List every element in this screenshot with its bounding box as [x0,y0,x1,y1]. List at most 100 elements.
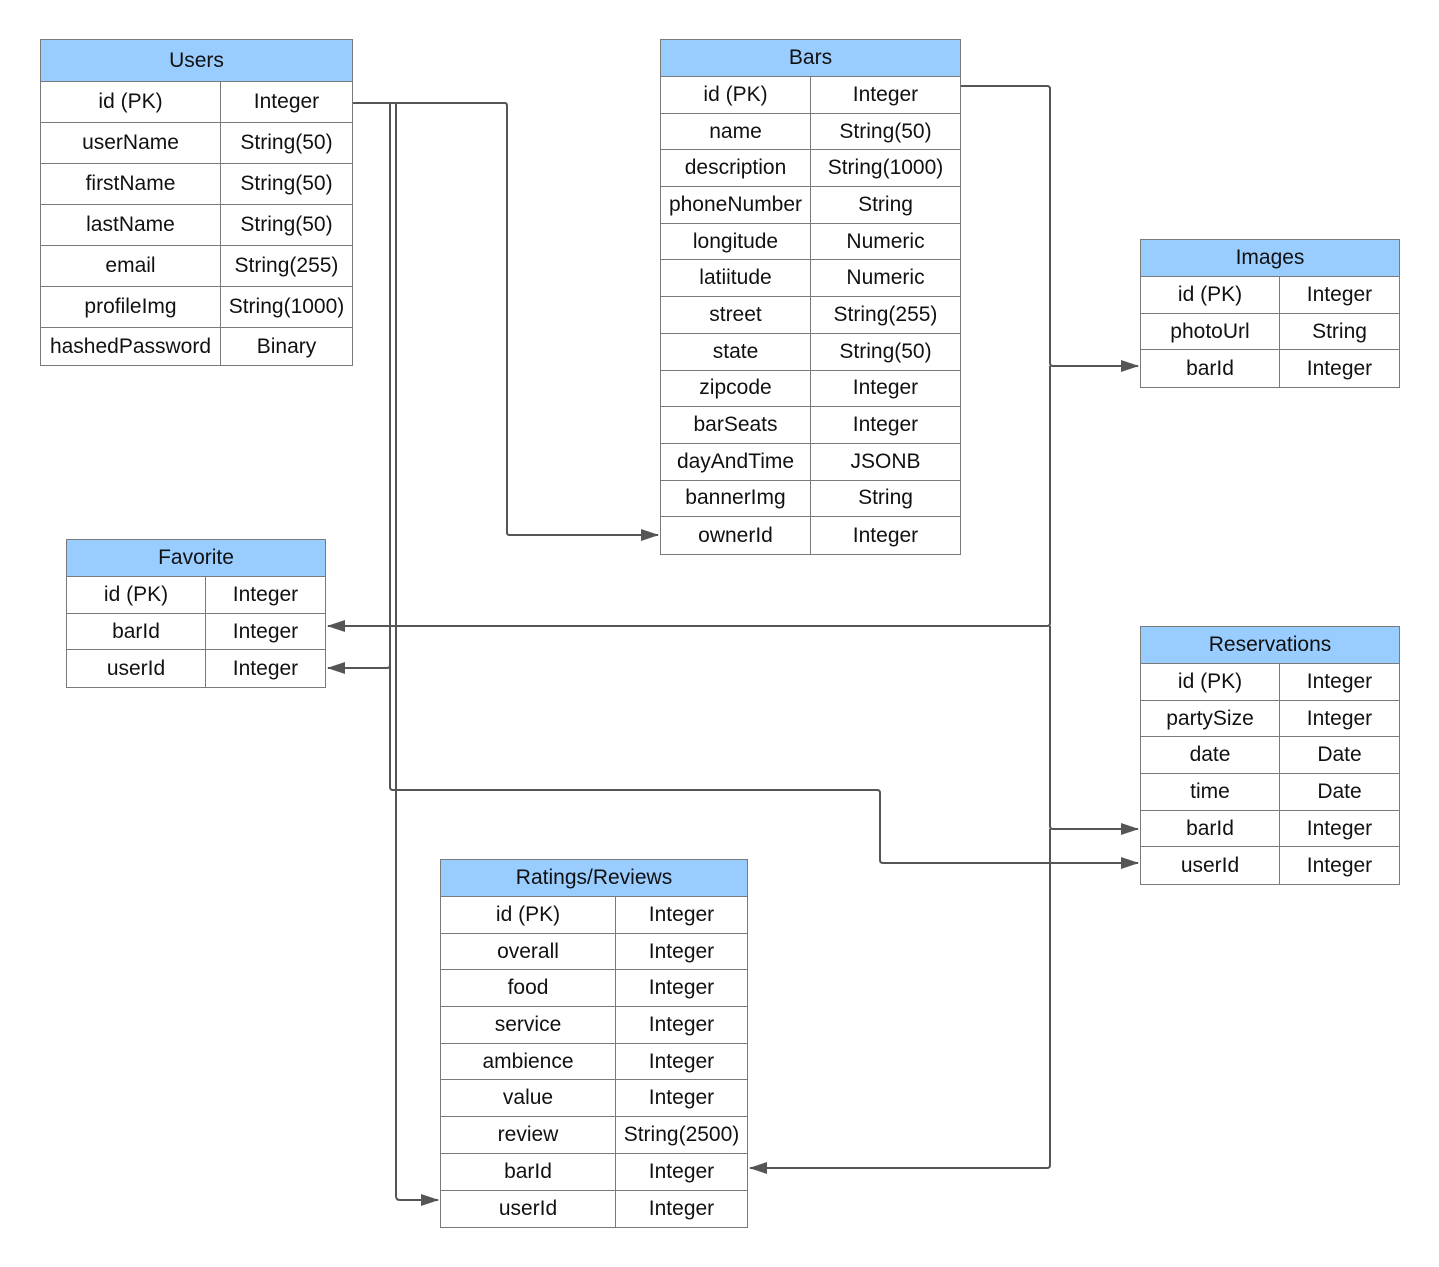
field-row: barId Integer [1141,810,1399,848]
entity-title: Favorite [67,540,325,577]
field-type: Integer [1306,356,1373,380]
field-type: String [1312,319,1367,343]
field-name: food [441,970,616,1007]
field-row: review String(2500) [441,1117,747,1154]
field-type: String(50) [240,213,333,236]
field-name: dayAndTime [661,443,811,480]
field-row: email String(255) [41,246,352,287]
entity-title: Images [1141,240,1399,277]
field-name: ambience [441,1043,616,1080]
field-name: name [661,113,811,150]
field-row: id (PK) Integer [441,897,747,934]
field-name: userId [1141,847,1280,885]
field-type: String(50) [839,339,932,363]
field-row: state String(50) [661,333,960,371]
field-row: description String(1000) [661,150,960,188]
field-name: longitude [661,223,811,260]
field-row: barId Integer [441,1153,747,1191]
field-type: String [858,192,913,216]
field-type: Integer [232,656,299,680]
field-row: id (PK)Integer [67,577,325,614]
entity-title: Ratings/Reviews [441,860,747,897]
users-to-ratings-userid-connector [353,102,439,1206]
field-name: review [441,1117,616,1153]
field-type: Integer [852,82,919,106]
field-row: service Integer [441,1007,747,1044]
field-type: Integer [648,939,715,963]
field-row: id (PK)Integer [1141,664,1399,701]
field-type: Integer [1306,816,1373,840]
field-type: String(1000) [827,156,944,180]
entity-title: Reservations [1141,627,1399,664]
field-row: id (PK)Integer [41,82,352,123]
entity-title: Bars [661,40,960,77]
field-type: String(50) [240,131,333,154]
field-type: Integer [1306,706,1373,730]
field-name: barId [1141,350,1280,388]
field-type: String(255) [833,302,938,326]
field-name: barSeats [661,407,811,443]
field-row: phoneNumber String [661,187,960,224]
field-name: userId [441,1190,616,1228]
field-type: Integer [648,902,715,926]
field-name: bannerImg [661,480,811,517]
field-type: Date [1317,743,1362,767]
field-type: Numeric [846,229,925,253]
users-to-reservations-userid-connector [353,102,1139,869]
field-name: barId [1141,810,1280,847]
field-row: barSeats Integer [661,407,960,444]
field-type: Integer [648,1196,715,1220]
field-type: String [858,486,913,510]
field-name: id (PK) [1141,277,1280,313]
field-type: Integer [648,1049,715,1073]
field-name: service [441,1007,616,1043]
field-row: id (PK)Integer [661,77,960,114]
field-name: overall [441,933,616,970]
field-name: id (PK) [441,897,616,933]
field-type: Numeric [846,266,925,290]
field-name: ownerId [661,517,811,554]
field-type: String(2500) [623,1122,740,1146]
field-type: Integer [648,1012,715,1036]
field-type: Integer [648,976,715,1000]
field-row: street String(255) [661,297,960,334]
field-name: profileImg [41,287,221,327]
field-name: state [661,333,811,370]
field-type: Integer [648,1159,715,1183]
field-name: zipcode [661,370,811,407]
field-name: hashedPassword [41,328,221,365]
field-name: photoUrl [1141,313,1280,350]
field-name: email [41,246,221,286]
field-name: id (PK) [1141,664,1280,700]
field-name: street [661,297,811,333]
field-row: photoUrl String [1141,313,1399,351]
field-name: barId [441,1153,616,1190]
field-name: firstName [41,164,221,204]
field-name: phoneNumber [661,187,811,223]
field-type: Integer [232,619,299,643]
field-type: Integer [852,413,919,437]
field-name: description [661,150,811,187]
field-type: String(255) [234,254,339,277]
field-row: overall Integer [441,933,747,971]
field-type: Integer [648,1086,715,1110]
users-to-bars-ownerid-connector [353,102,659,541]
field-type: Integer [253,90,320,113]
